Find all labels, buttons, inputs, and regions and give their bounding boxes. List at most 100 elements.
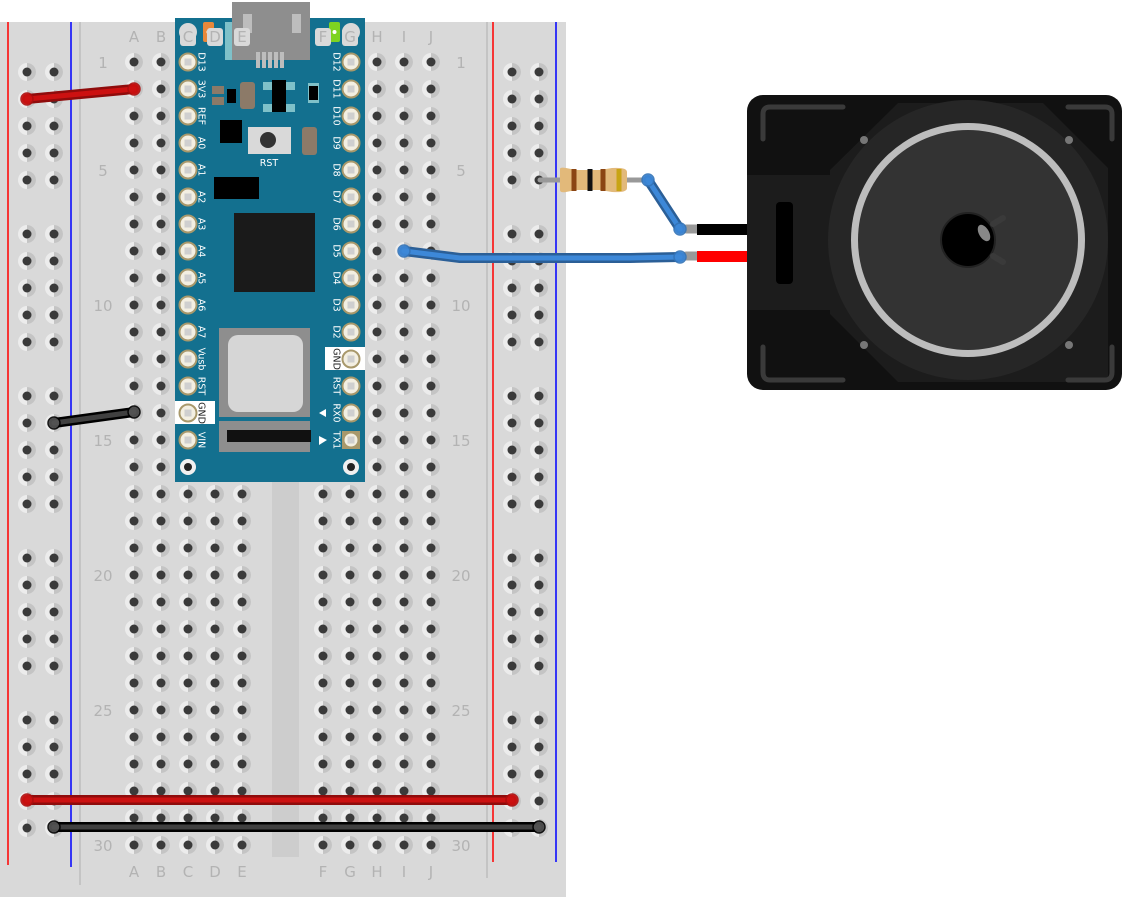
breadboard-hole[interactable]	[422, 458, 440, 476]
breadboard-hole[interactable]	[152, 296, 170, 314]
rail-hole[interactable]	[45, 333, 63, 351]
rail-hole[interactable]	[503, 765, 521, 783]
breadboard-hole[interactable]	[125, 215, 143, 233]
rail-hole[interactable]	[503, 144, 521, 162]
breadboard-hole[interactable]	[395, 512, 413, 530]
arduino-pin[interactable]	[341, 376, 361, 396]
breadboard-hole[interactable]	[422, 539, 440, 557]
breadboard-hole[interactable]	[368, 296, 386, 314]
rail-hole[interactable]	[503, 630, 521, 648]
rail-hole[interactable]	[530, 144, 548, 162]
arduino-pin[interactable]	[341, 106, 361, 126]
breadboard-hole[interactable]	[368, 134, 386, 152]
rail-hole[interactable]	[45, 306, 63, 324]
rail-hole[interactable]	[503, 441, 521, 459]
breadboard-hole[interactable]	[422, 80, 440, 98]
rail-hole[interactable]	[503, 306, 521, 324]
breadboard-hole[interactable]	[125, 161, 143, 179]
breadboard-hole[interactable]	[395, 323, 413, 341]
breadboard-hole[interactable]	[152, 701, 170, 719]
breadboard-hole[interactable]	[125, 593, 143, 611]
breadboard-hole[interactable]	[152, 458, 170, 476]
breadboard-hole[interactable]	[152, 242, 170, 260]
breadboard-hole[interactable]	[368, 836, 386, 854]
breadboard-hole[interactable]	[395, 647, 413, 665]
rail-hole[interactable]	[45, 117, 63, 135]
rail-hole[interactable]	[530, 414, 548, 432]
rail-hole[interactable]	[503, 63, 521, 81]
rail-hole[interactable]	[45, 171, 63, 189]
arduino-pin[interactable]	[178, 106, 198, 126]
rail-hole[interactable]	[18, 252, 36, 270]
breadboard-hole[interactable]	[152, 107, 170, 125]
breadboard-hole[interactable]	[368, 512, 386, 530]
breadboard-hole[interactable]	[125, 485, 143, 503]
breadboard-hole[interactable]	[368, 593, 386, 611]
wire-endpoint[interactable]	[127, 405, 141, 419]
breadboard-hole[interactable]	[368, 755, 386, 773]
wire-endpoint[interactable]	[532, 820, 546, 834]
arduino-pin[interactable]	[341, 349, 361, 369]
arduino-pin[interactable]	[178, 322, 198, 342]
breadboard-hole[interactable]	[233, 701, 251, 719]
rail-hole[interactable]	[18, 576, 36, 594]
breadboard-hole[interactable]	[395, 80, 413, 98]
breadboard-hole[interactable]	[422, 647, 440, 665]
breadboard-hole[interactable]	[368, 674, 386, 692]
wire-endpoint[interactable]	[47, 820, 61, 834]
breadboard-hole[interactable]	[422, 296, 440, 314]
breadboard-hole[interactable]	[422, 566, 440, 584]
rail-hole[interactable]	[530, 63, 548, 81]
breadboard-hole[interactable]	[422, 674, 440, 692]
breadboard-hole[interactable]	[341, 512, 359, 530]
breadboard-hole[interactable]	[152, 134, 170, 152]
breadboard-hole[interactable]	[395, 161, 413, 179]
breadboard-hole[interactable]	[233, 566, 251, 584]
breadboard-hole[interactable]	[125, 755, 143, 773]
rail-hole[interactable]	[18, 468, 36, 486]
rail-hole[interactable]	[503, 90, 521, 108]
arduino-pin[interactable]	[341, 268, 361, 288]
breadboard-hole[interactable]	[368, 728, 386, 746]
breadboard-hole[interactable]	[125, 269, 143, 287]
rail-hole[interactable]	[530, 90, 548, 108]
breadboard-hole[interactable]	[395, 620, 413, 638]
breadboard-hole[interactable]	[395, 296, 413, 314]
rail-hole[interactable]	[45, 252, 63, 270]
breadboard-hole[interactable]	[341, 620, 359, 638]
breadboard-hole[interactable]	[125, 458, 143, 476]
rail-hole[interactable]	[530, 657, 548, 675]
breadboard-hole[interactable]	[152, 350, 170, 368]
breadboard-hole[interactable]	[422, 350, 440, 368]
rail-hole[interactable]	[503, 738, 521, 756]
breadboard-hole[interactable]	[125, 134, 143, 152]
breadboard-hole[interactable]	[341, 593, 359, 611]
rail-hole[interactable]	[530, 441, 548, 459]
breadboard-hole[interactable]	[206, 755, 224, 773]
rail-hole[interactable]	[18, 495, 36, 513]
breadboard-hole[interactable]	[152, 593, 170, 611]
reset-button-cap-icon[interactable]	[260, 132, 276, 148]
breadboard-hole[interactable]	[125, 188, 143, 206]
negative-lead[interactable]	[697, 224, 747, 235]
rail-hole[interactable]	[503, 603, 521, 621]
wire-resistor-to-speaker[interactable]	[641, 173, 687, 236]
breadboard-hole[interactable]	[179, 566, 197, 584]
rail-hole[interactable]	[18, 171, 36, 189]
breadboard-hole[interactable]	[206, 593, 224, 611]
wire-endpoint[interactable]	[20, 793, 34, 807]
breadboard-hole[interactable]	[233, 593, 251, 611]
breadboard-hole[interactable]	[206, 512, 224, 530]
rail-hole[interactable]	[530, 603, 548, 621]
breadboard-hole[interactable]	[395, 836, 413, 854]
breadboard-hole[interactable]	[341, 836, 359, 854]
breadboard-hole[interactable]	[422, 593, 440, 611]
breadboard-hole[interactable]	[206, 836, 224, 854]
breadboard-hole[interactable]	[179, 674, 197, 692]
arduino-pin[interactable]	[341, 160, 361, 180]
breadboard-hole[interactable]	[152, 674, 170, 692]
breadboard-hole[interactable]	[422, 620, 440, 638]
breadboard-hole[interactable]	[125, 620, 143, 638]
breadboard-hole[interactable]	[395, 728, 413, 746]
breadboard-hole[interactable]	[395, 377, 413, 395]
